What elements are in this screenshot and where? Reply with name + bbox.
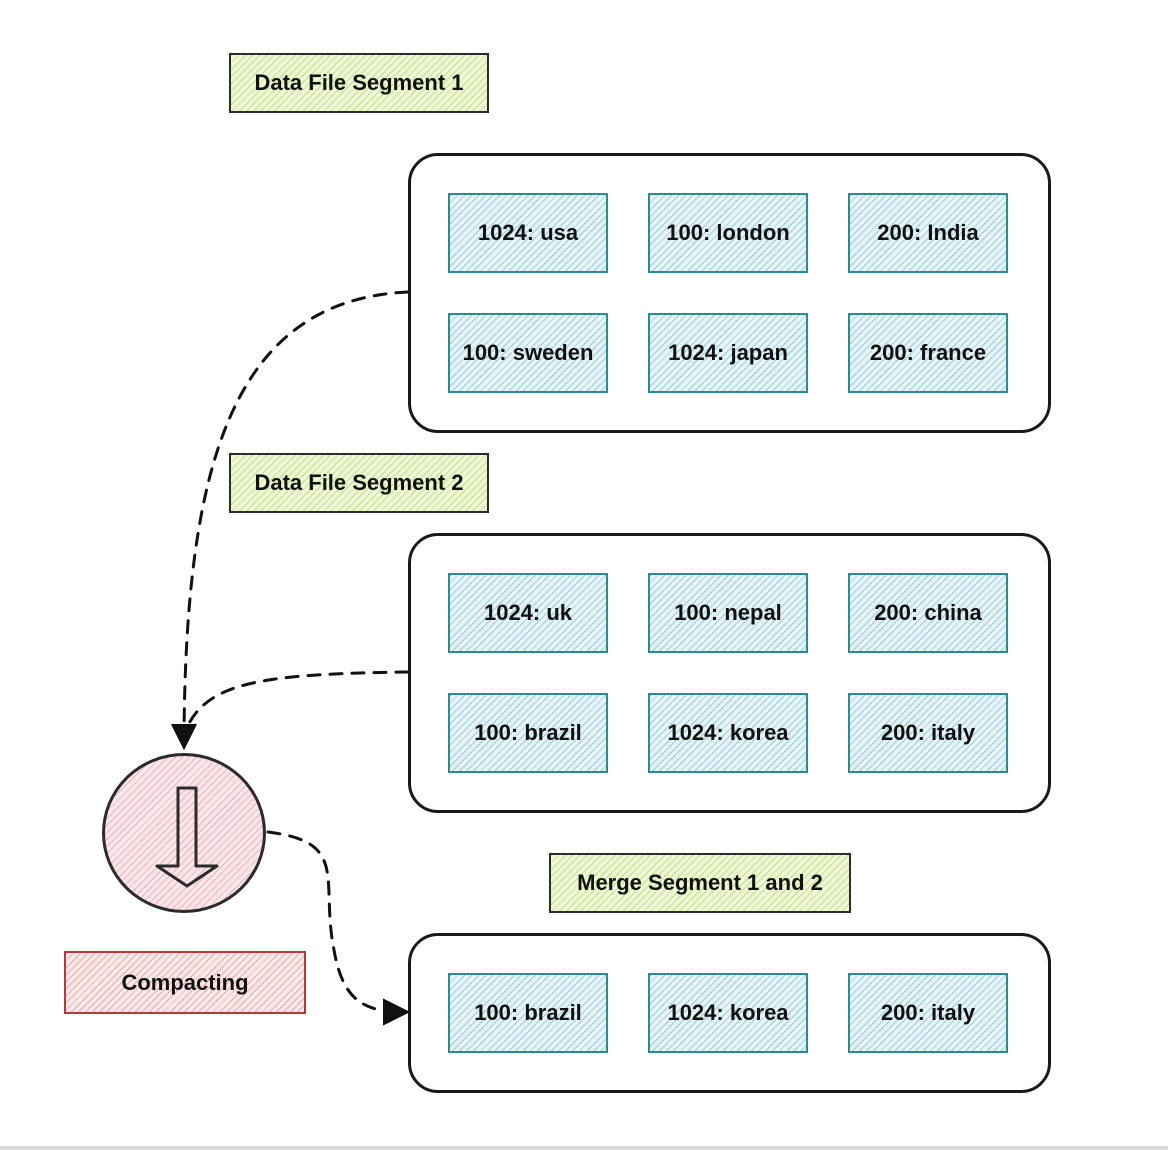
compactor-node xyxy=(102,753,266,913)
merged-arrowhead xyxy=(383,998,411,1026)
compacting-label: Compacting xyxy=(64,951,306,1014)
down-arrow-icon xyxy=(155,786,219,888)
segment1-cell: 1024: usa xyxy=(448,193,608,273)
segment1-cell: 1024: japan xyxy=(648,313,808,393)
segment2-cell: 1024: korea xyxy=(648,693,808,773)
merged-cell: 1024: korea xyxy=(648,973,808,1053)
segment2-title: Data File Segment 2 xyxy=(229,453,489,513)
segment1-cell: 100: london xyxy=(648,193,808,273)
segment1-cell: 200: India xyxy=(848,193,1008,273)
segment1-title: Data File Segment 1 xyxy=(229,53,489,113)
segment2-cell: 200: china xyxy=(848,573,1008,653)
segment1-cell: 200: france xyxy=(848,313,1008,393)
segment2-to-compactor-arrow xyxy=(183,670,410,734)
segment1-to-compactor-arrow xyxy=(182,290,410,737)
compactor-to-merged-arrow xyxy=(266,830,398,1014)
bottom-border xyxy=(0,1146,1168,1150)
segment2-cell: 100: nepal xyxy=(648,573,808,653)
merged-cell: 200: italy xyxy=(848,973,1008,1053)
segment2-cell: 100: brazil xyxy=(448,693,608,773)
segment2-cell: 200: italy xyxy=(848,693,1008,773)
segment2-cell: 1024: uk xyxy=(448,573,608,653)
merged-title: Merge Segment 1 and 2 xyxy=(549,853,851,913)
segment1-arrowhead xyxy=(171,723,197,751)
segment1-cell: 100: sweden xyxy=(448,313,608,393)
merged-cell: 100: brazil xyxy=(448,973,608,1053)
